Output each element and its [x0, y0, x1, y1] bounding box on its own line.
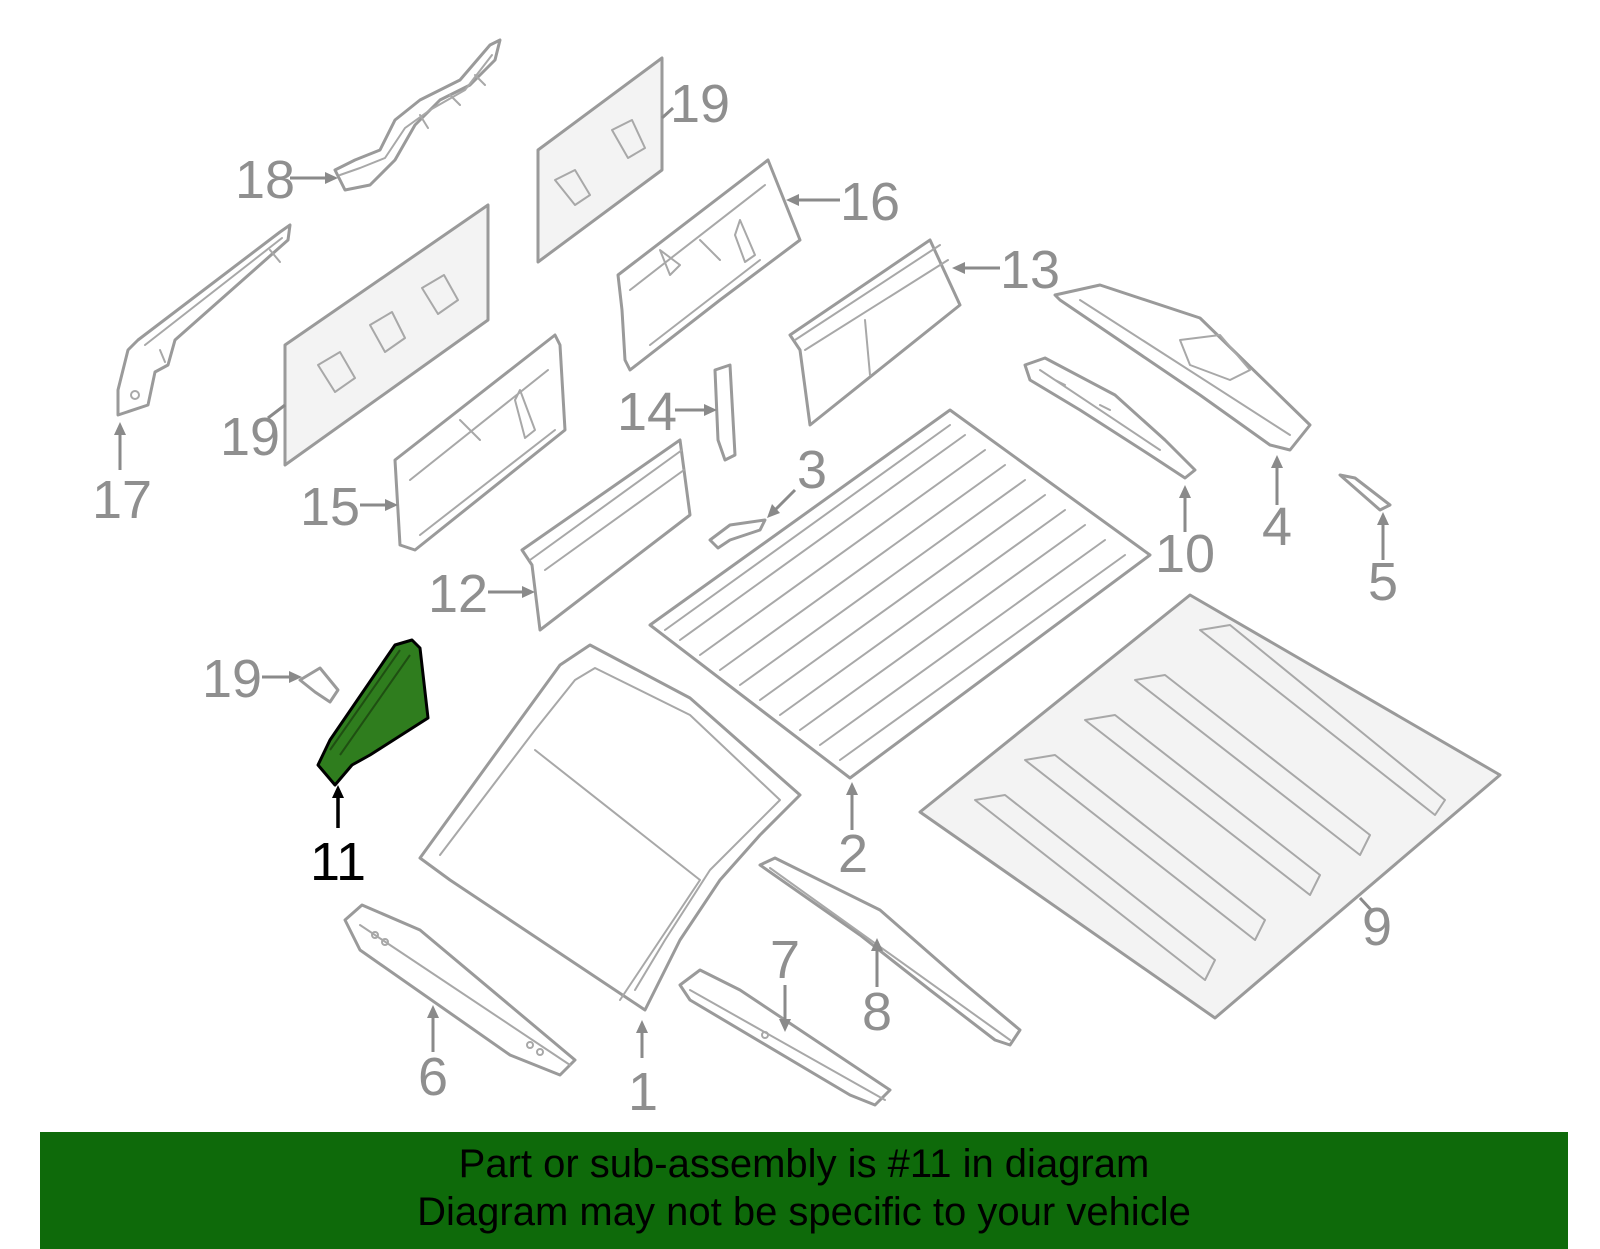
callout-6: 6 — [418, 1047, 448, 1107]
callout-arrow-8 — [871, 938, 883, 951]
banner-line-2: Diagram may not be specific to your vehi… — [417, 1190, 1191, 1234]
callout-arrow-13 — [952, 262, 965, 274]
callout-arrow-19c — [289, 671, 302, 683]
part-16-back-panel[interactable] — [616, 158, 802, 372]
part-18-rail[interactable] — [333, 38, 502, 192]
callout-14: 14 — [617, 382, 677, 442]
callout-17: 17 — [92, 470, 152, 530]
part-7-header[interactable] — [678, 968, 892, 1107]
callout-7: 7 — [770, 930, 800, 990]
part-1-roof-frame[interactable] — [418, 643, 802, 1012]
callout-line-3 — [773, 488, 797, 512]
callout-arrow-1 — [636, 1020, 648, 1033]
part-19-panel-middle[interactable] — [283, 203, 490, 467]
callout-16: 16 — [840, 172, 900, 232]
callout-arrow-6 — [427, 1005, 439, 1018]
callout-19b: 19 — [220, 407, 280, 467]
callout-9: 9 — [1362, 897, 1392, 957]
part-13-panel[interactable] — [788, 238, 962, 427]
callout-line-9 — [1358, 896, 1375, 914]
callout-19c: 19 — [202, 649, 262, 709]
callout-arrow-3 — [767, 504, 780, 518]
callout-1: 1 — [628, 1062, 658, 1122]
callout-15: 15 — [300, 477, 360, 537]
info-banner: Part or sub-assembly is #11 in diagram D… — [40, 1132, 1568, 1249]
callout-12: 12 — [428, 564, 488, 624]
part-4-crossmember[interactable] — [1053, 283, 1312, 452]
callout-arrow-7 — [779, 1019, 791, 1032]
part-15-panel[interactable] — [393, 333, 567, 552]
callout-arrow-17 — [114, 422, 126, 435]
callout-11: 11 — [310, 832, 366, 892]
callout-18: 18 — [235, 150, 295, 210]
callout-arrow-11 — [332, 785, 344, 798]
part-9-roof-bows[interactable] — [918, 593, 1502, 1020]
callout-19a: 19 — [670, 74, 730, 134]
callout-5: 5 — [1368, 552, 1398, 612]
part-12-panel[interactable] — [520, 438, 692, 632]
banner-line-1: Part or sub-assembly is #11 in diagram — [458, 1142, 1150, 1186]
callout-arrow-15 — [385, 499, 398, 511]
part-2-roof-panel[interactable] — [648, 408, 1152, 780]
part-14-bracket[interactable] — [713, 363, 737, 462]
callout-10: 10 — [1155, 524, 1215, 584]
callout-3: 3 — [797, 440, 827, 500]
part-6-header[interactable] — [343, 903, 577, 1077]
callout-2: 2 — [838, 824, 868, 884]
part-19-panel-top[interactable] — [536, 56, 664, 264]
callout-arrow-10 — [1179, 485, 1191, 498]
callout-4: 4 — [1262, 497, 1292, 557]
callout-line-19b — [267, 403, 286, 420]
callout-arrow-4 — [1271, 455, 1283, 468]
callout-13: 13 — [1000, 240, 1060, 300]
callout-8: 8 — [862, 982, 892, 1042]
callout-arrow-18 — [325, 172, 338, 184]
callout-arrow-2 — [846, 782, 858, 795]
part-5-bracket[interactable] — [1338, 473, 1392, 512]
callout-arrow-16 — [786, 194, 799, 206]
part-3-bracket[interactable] — [708, 518, 767, 550]
part-8-rail[interactable] — [758, 856, 1022, 1047]
part-19-bracket-small[interactable] — [298, 666, 340, 704]
callout-line-19a — [660, 106, 675, 120]
part-11-highlighted[interactable] — [316, 638, 430, 787]
part-10-bow[interactable] — [1023, 356, 1197, 480]
part-17-pillar[interactable] — [116, 223, 292, 417]
callout-arrow-5 — [1377, 512, 1389, 525]
callout-arrow-14 — [704, 404, 717, 416]
callout-arrow-12 — [522, 586, 535, 598]
